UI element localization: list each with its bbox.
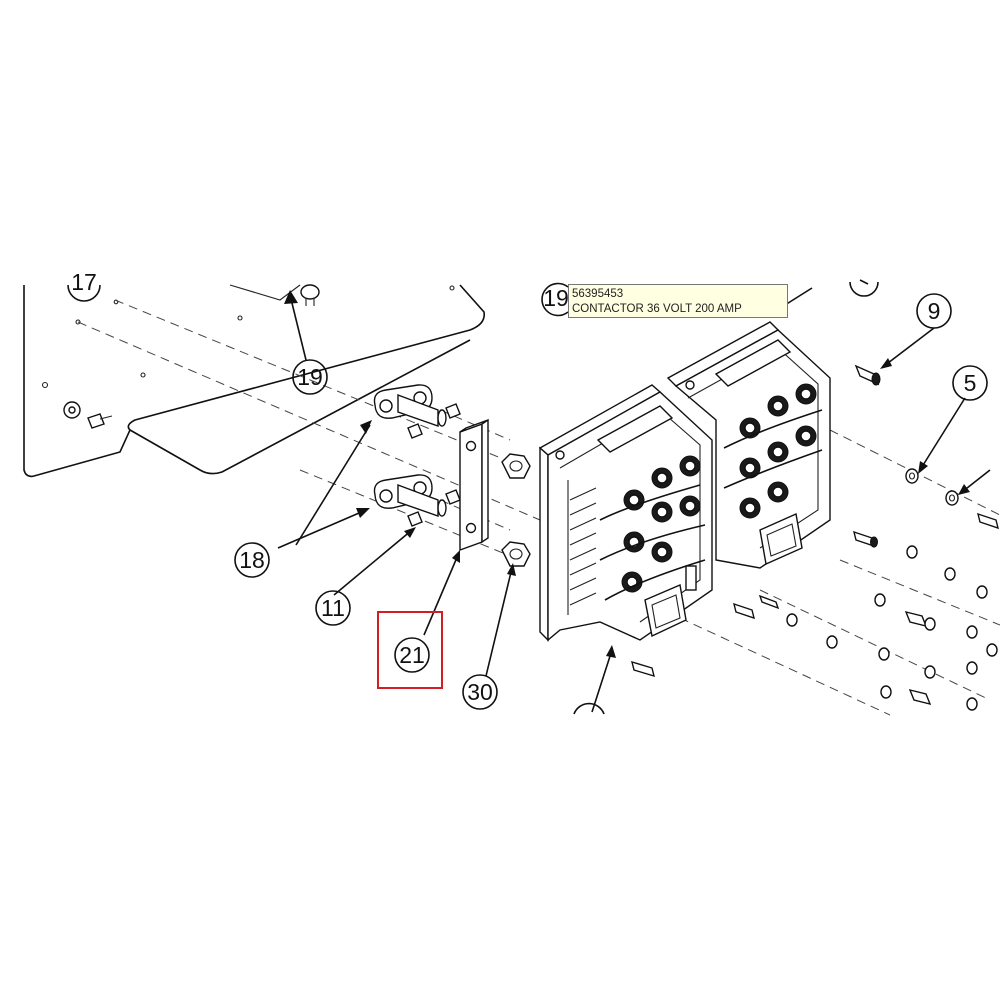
standoff-bracket-upper [373, 384, 447, 427]
alignment-lines [77, 299, 1000, 716]
callout-9-label: 9 [928, 298, 941, 324]
callout-21-label: 21 [399, 642, 425, 668]
callout-9: 9 [916, 293, 952, 329]
standoff-bracket-lower [373, 474, 447, 517]
callout-19-lower-label: 19 [543, 285, 569, 311]
callout-19-upper: 19 [292, 359, 328, 395]
callout-11-label: 11 [321, 595, 345, 621]
callout-5: 5 [952, 365, 988, 401]
screw-9 [854, 364, 881, 386]
callout-17: 17 [67, 269, 101, 302]
motor-controller-front [538, 384, 713, 642]
callout-21: 21 [394, 637, 430, 673]
callout-17-label: 17 [71, 269, 97, 295]
bus-bar [459, 418, 489, 551]
callout-18: 18 [234, 542, 270, 578]
callout-5-label: 5 [964, 370, 977, 396]
plate-screw-top [300, 284, 320, 306]
hardware-washers [786, 545, 998, 711]
tooltip-description: CONTACTOR 36 VOLT 200 AMP [572, 303, 742, 315]
callout-19-upper-label: 19 [297, 364, 323, 390]
hex-nut-upper [501, 453, 531, 479]
washer-5 [905, 468, 959, 506]
highlight-box-21 [377, 611, 443, 689]
arrowheads [284, 290, 970, 658]
callout-partial-bottom [573, 702, 605, 715]
mounting-plate [23, 284, 486, 478]
hardware-screws [631, 512, 999, 706]
callout-19-lower: 19 [541, 282, 569, 317]
callout-30-label: 30 [467, 679, 493, 705]
motor-controller-rear [666, 321, 831, 569]
callout-30: 30 [462, 674, 498, 710]
hex-nut-lower [501, 541, 531, 567]
part-tooltip: 56395453 CONTACTOR 36 VOLT 200 AMP [568, 284, 788, 318]
callout-18-label: 18 [239, 547, 265, 573]
callout-partial-top-right [849, 281, 879, 297]
tooltip-part-number: 56395453 [572, 288, 624, 300]
callout-11: 11 [315, 590, 351, 626]
plate-screw [87, 413, 113, 429]
